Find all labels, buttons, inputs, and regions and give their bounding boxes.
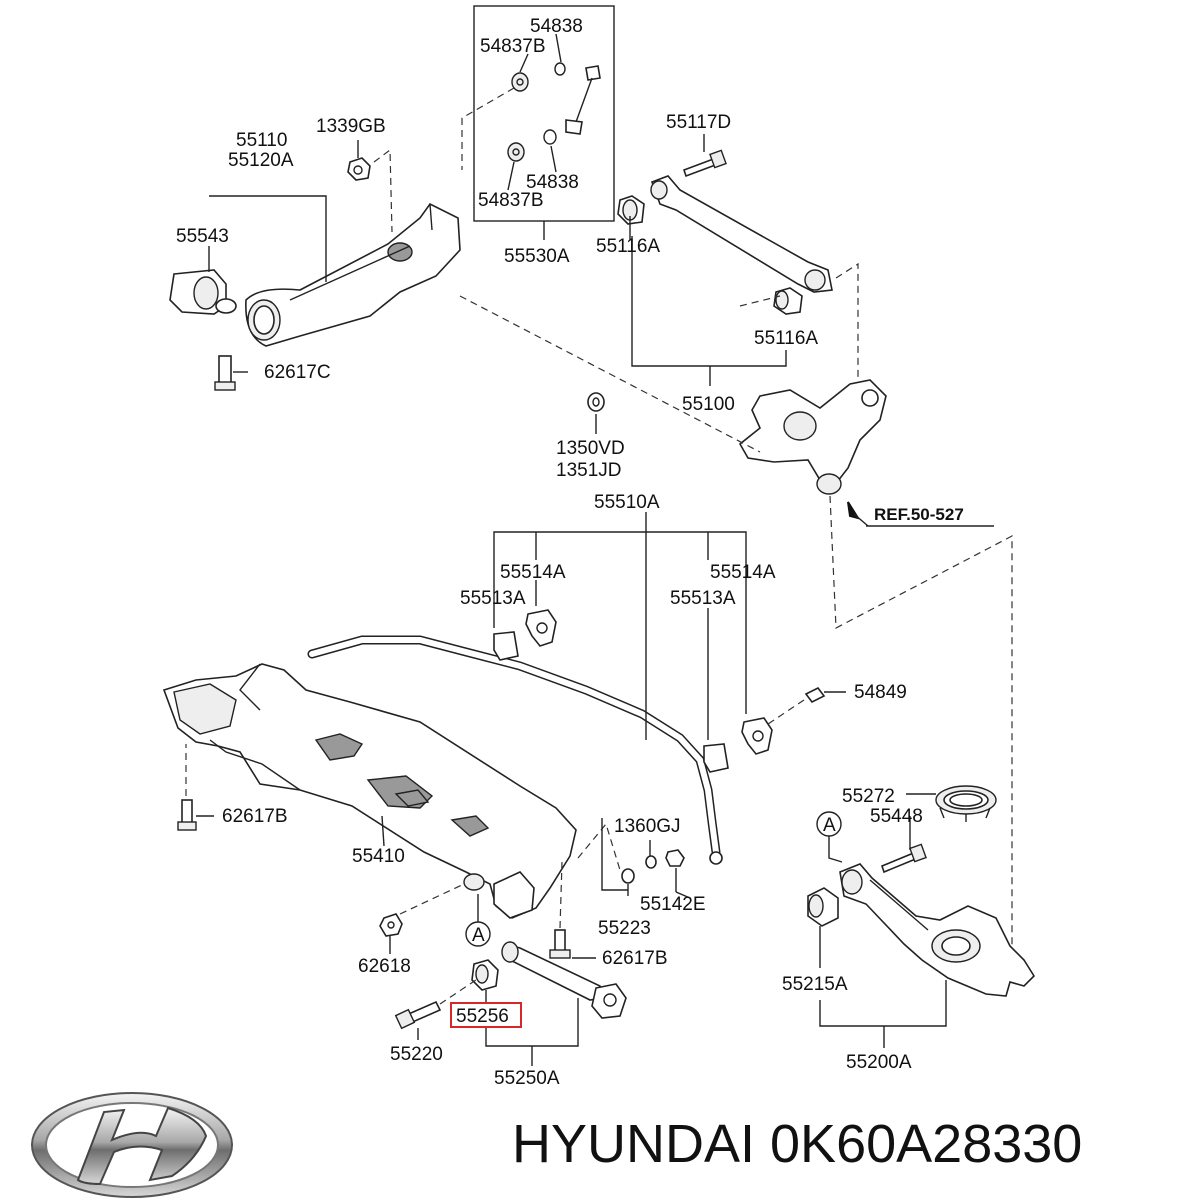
bracket-55514A-left (525, 609, 557, 647)
lateral-arm (650, 175, 833, 293)
bushing-55256 (471, 959, 499, 991)
part-label-55410: 55410 (352, 846, 405, 867)
nut-62618 (379, 913, 403, 937)
part-label-55514A-right: 55514A (710, 562, 776, 583)
part-label-55530A: 55530A (504, 246, 570, 267)
part-label-55513A-left: 55513A (460, 588, 526, 609)
nut-55142E (665, 849, 685, 867)
bracket-55514A-right (741, 717, 773, 755)
washer-upper (554, 62, 566, 76)
part-label-55543: 55543 (176, 226, 229, 247)
stabilizer-bar (307, 635, 723, 865)
bolt-62617B-left (177, 799, 197, 831)
ref-arrow (847, 501, 861, 520)
part-label-1360GJ: 1360GJ (614, 816, 681, 837)
part-label-1351JD: 1351JD (556, 460, 622, 481)
bushing-55513A-left (493, 631, 519, 661)
bolt-62617B-right (549, 929, 571, 959)
part-label-62617C: 62617C (264, 362, 331, 383)
part-label-55256: 55256 (456, 1006, 509, 1027)
knuckle (738, 379, 887, 495)
page-title: HYUNDAI 0K60A28330 (512, 1114, 1082, 1174)
part-label-55120A: 55120A (228, 150, 294, 171)
part-label-54849: 54849 (854, 682, 907, 703)
part-label-55272: 55272 (842, 786, 895, 807)
bushing-lower-left (507, 142, 525, 162)
bolt-54849 (804, 686, 826, 704)
bolt-62617C (214, 355, 236, 391)
part-label-55448: 55448 (870, 806, 923, 827)
lower-control-arm (839, 863, 1036, 997)
bushing-upper-left (511, 72, 529, 92)
washer-1360GJ (645, 855, 657, 869)
part-label-55510A: 55510A (594, 492, 660, 513)
washer-55223 (621, 868, 635, 884)
part-label-1350VD: 1350VD (556, 438, 625, 459)
circle-label-a-right: A (823, 815, 836, 836)
part-label-55117D: 55117D (666, 112, 731, 133)
trailing-arm (245, 202, 461, 347)
bolt-55220 (394, 1000, 442, 1030)
part-label-55215A: 55215A (782, 974, 848, 995)
washer-1350VD (587, 392, 605, 412)
part-label-55513A-right: 55513A (670, 588, 736, 609)
part-label-55142E: 55142E (640, 894, 706, 915)
control-arm-55250A (501, 941, 627, 1019)
bushing-55215A (807, 887, 839, 927)
part-label-55250A: 55250A (494, 1068, 560, 1089)
stabilizer-link-rod (565, 65, 601, 135)
part-label-55116A-upper: 55116A (596, 236, 660, 257)
ref-label: REF.50-527 (874, 505, 964, 524)
washer-lower (543, 129, 557, 145)
part-label-54838-top: 54838 (530, 16, 583, 37)
part-label-55110: 55110 (236, 130, 287, 151)
bushing-55116A-lower (773, 287, 803, 315)
bolt-55117D (682, 149, 727, 178)
part-label-55200A: 55200A (846, 1052, 912, 1073)
bolt-55448 (881, 843, 927, 874)
part-label-62617B-right: 62617B (602, 948, 668, 969)
bushing-55543 (169, 269, 237, 315)
part-label-55116A-lower: 55116A (754, 328, 818, 349)
part-label-62617B-left: 62617B (222, 806, 288, 827)
circle-label-a-left: A (472, 925, 485, 946)
part-label-55223: 55223 (598, 918, 651, 939)
bushing-55513A-right (703, 743, 729, 773)
part-label-62618: 62618 (358, 956, 411, 977)
part-label-55514A-left: 55514A (500, 562, 566, 583)
highlight-box-55256 (450, 1002, 522, 1028)
crossmember (162, 663, 577, 919)
part-label-1339GB: 1339GB (316, 116, 386, 137)
part-label-55220: 55220 (390, 1044, 443, 1065)
part-label-54837B-bottom: 54837B (478, 190, 544, 211)
bushing-55116A-upper (617, 195, 645, 225)
part-label-54838-bottom: 54838 (526, 172, 579, 193)
hyundai-logo-icon (31, 1092, 233, 1198)
nut-1339GB (347, 157, 371, 181)
spring-seat-55272 (935, 785, 997, 822)
part-label-55100: 55100 (682, 394, 735, 415)
part-label-54837B-top: 54837B (480, 36, 546, 57)
